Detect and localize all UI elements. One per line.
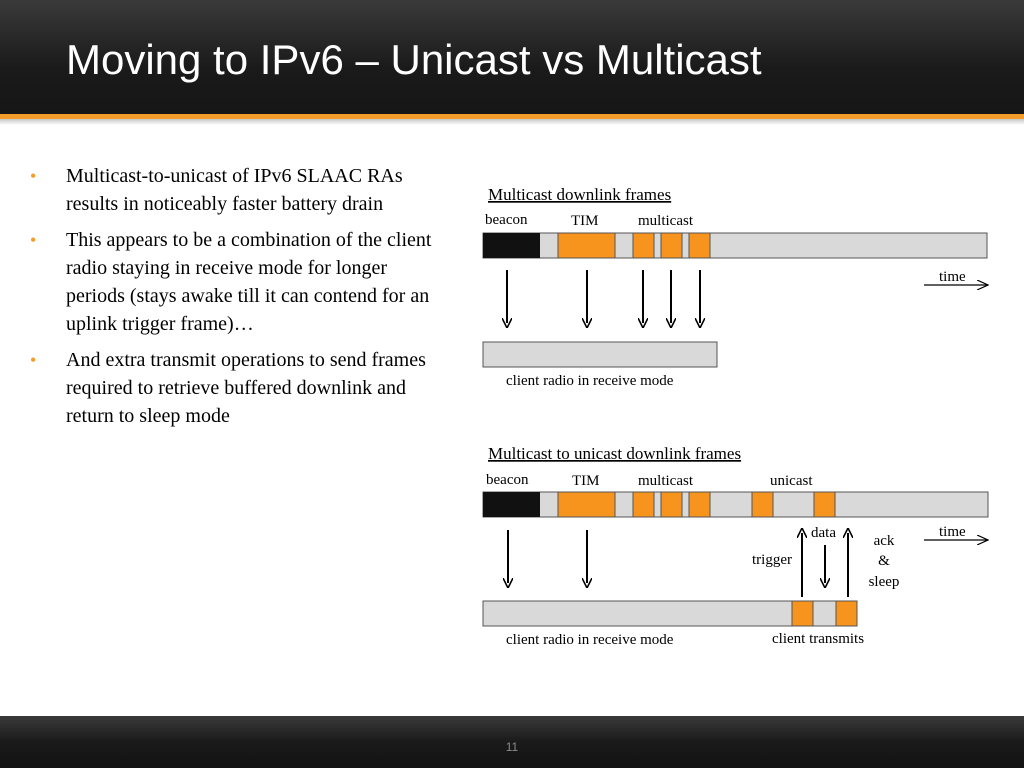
- beacon-label: beacon: [486, 472, 529, 488]
- sleep-label: sleep: [869, 574, 900, 590]
- time-label: time: [939, 269, 966, 285]
- unicast-frame: [751, 491, 774, 518]
- multicast-label: multicast: [638, 473, 694, 489]
- multicast-frame: [688, 232, 711, 259]
- multicast-frame: [632, 232, 655, 259]
- page-number: 11: [505, 740, 519, 754]
- transmit-frame: [791, 600, 814, 627]
- header-accent-line: [0, 114, 1024, 119]
- bullet-item: • Multicast-to-unicast of IPv6 SLAAC RAs …: [30, 162, 450, 218]
- receive-mode-label: client radio in receive mode: [506, 632, 674, 648]
- bullet-text: And extra transmit operations to send fr…: [66, 349, 426, 427]
- data-label: data: [811, 525, 836, 541]
- amp-label: &: [878, 553, 890, 569]
- tim-frame: [557, 232, 616, 259]
- bullet-item: • This appears to be a combination of the…: [30, 226, 450, 338]
- tim-frame: [557, 491, 616, 518]
- ack-label: ack: [874, 533, 895, 549]
- multicast-diagram: Multicast downlink frames beacon TIM mul…: [482, 185, 988, 389]
- multicast-frame: [660, 232, 683, 259]
- beacon-frame: [483, 492, 540, 517]
- unicast-heading: Multicast to unicast downlink frames: [488, 444, 741, 463]
- bullet-dot-icon: •: [30, 230, 37, 250]
- bullet-list: • Multicast-to-unicast of IPv6 SLAAC RAs …: [30, 162, 450, 438]
- unicast-frame: [813, 491, 836, 518]
- multicast-frame: [632, 491, 655, 518]
- unicast-diagram: Multicast to unicast downlink frames bea…: [482, 444, 988, 648]
- tim-label: TIM: [571, 213, 599, 229]
- client-transmits-label: client transmits: [772, 631, 864, 647]
- multicast-frame: [688, 491, 711, 518]
- slide-footer: [0, 716, 1024, 768]
- bullet-text: This appears to be a combination of the …: [66, 229, 432, 335]
- beacon-label: beacon: [485, 212, 528, 228]
- receive-mode-bar: [482, 341, 718, 368]
- multicast-heading: Multicast downlink frames: [488, 185, 671, 204]
- time-label: time: [939, 524, 966, 540]
- receive-mode-label: client radio in receive mode: [506, 373, 674, 389]
- trigger-label: trigger: [752, 552, 792, 568]
- slide-title: Moving to IPv6 – Unicast vs Multicast: [66, 36, 762, 83]
- bullet-dot-icon: •: [30, 350, 37, 370]
- header-shadow: [0, 119, 1024, 125]
- multicast-frame: [660, 491, 683, 518]
- tim-label: TIM: [572, 473, 600, 489]
- bullet-dot-icon: •: [30, 166, 37, 186]
- bullet-text: Multicast-to-unicast of IPv6 SLAAC RAs r…: [66, 165, 403, 215]
- transmit-frame: [835, 600, 858, 627]
- beacon-frame: [483, 233, 540, 258]
- bullet-item: • And extra transmit operations to send f…: [30, 346, 450, 430]
- slide-header: [0, 0, 1024, 114]
- unicast-label: unicast: [770, 473, 813, 489]
- multicast-label: multicast: [638, 213, 694, 229]
